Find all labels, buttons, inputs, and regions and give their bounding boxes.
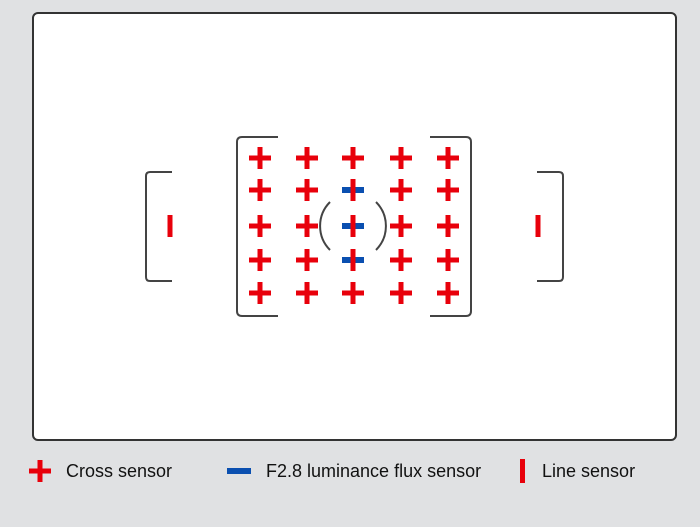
cross-af-point	[437, 215, 459, 237]
legend-label: Line sensor	[542, 460, 636, 481]
cross-af-point	[296, 282, 318, 304]
grid-left-bracket	[236, 136, 278, 317]
cross-af-point	[390, 147, 412, 169]
legend-label: Cross sensor	[66, 460, 173, 481]
cross-af-point	[296, 215, 318, 237]
f28-af-point	[342, 249, 364, 271]
legend-cross: Cross sensor	[28, 458, 172, 484]
cross-af-point	[437, 249, 459, 271]
line-sensor-icon	[520, 459, 525, 483]
cross-af-point	[342, 147, 364, 169]
cross-af-point	[390, 179, 412, 201]
line-af-point	[167, 215, 173, 237]
left-zone-bracket	[145, 171, 172, 282]
f28-af-point	[342, 215, 364, 237]
cross-af-point	[390, 282, 412, 304]
legend-line: Line sensor	[518, 458, 635, 484]
cross-af-point	[249, 215, 271, 237]
grid-right-bracket	[430, 136, 472, 317]
right-zone-bracket	[537, 171, 564, 282]
cross-af-point	[342, 282, 364, 304]
brackets	[145, 136, 564, 317]
cross-af-point	[249, 179, 271, 201]
cross-sensor-icon	[29, 460, 51, 482]
cross-af-point	[437, 147, 459, 169]
cross-af-point	[296, 179, 318, 201]
f28-sensor-icon	[227, 468, 251, 474]
spot-circle-left-arc	[319, 201, 331, 251]
cross-af-point	[437, 282, 459, 304]
cross-af-point	[296, 249, 318, 271]
cross-af-point	[390, 215, 412, 237]
f28-af-point	[342, 179, 364, 201]
legend-label: F2.8 luminance flux sensor	[266, 460, 482, 481]
cross-af-point	[296, 147, 318, 169]
cross-af-point	[390, 249, 412, 271]
cross-af-point	[249, 249, 271, 271]
spot-circle-right-arc	[375, 201, 387, 251]
cross-af-point	[249, 147, 271, 169]
legend-f28: F2.8 luminance flux sensor	[226, 458, 481, 484]
cross-af-point	[249, 282, 271, 304]
cross-af-point	[437, 179, 459, 201]
line-af-point	[535, 215, 541, 237]
